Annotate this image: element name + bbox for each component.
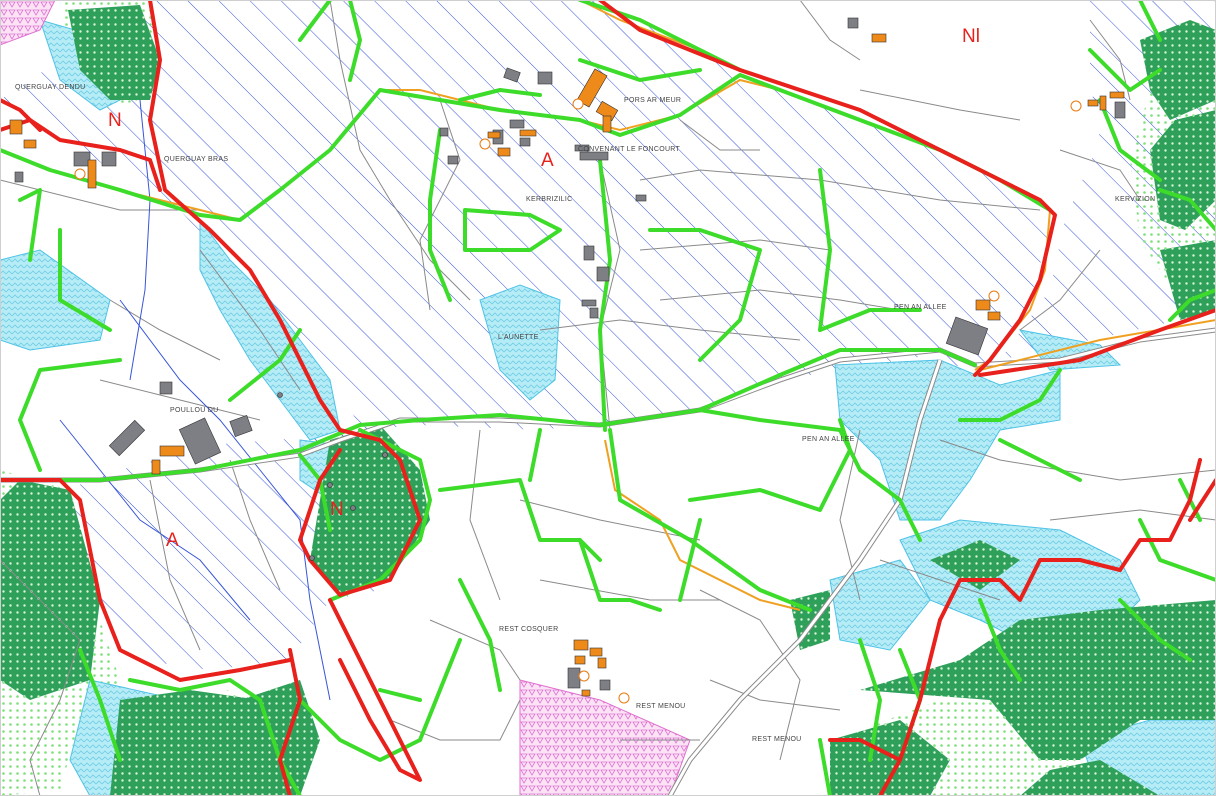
buildings-grey [14, 17, 1126, 691]
zone-label: N [330, 499, 344, 520]
forest-areas [0, 5, 1216, 796]
zone-label: N [108, 110, 122, 131]
place-label: QUERGUAY DENDU [15, 84, 85, 91]
place-label: PEN AN ALLEE [802, 436, 855, 443]
place-label: REST MENOU [636, 703, 686, 710]
place-label: REST MENOU [752, 736, 802, 743]
place-label: POULLOU DU [170, 407, 219, 414]
place-label: QUERGUAY BRAS [164, 156, 228, 163]
place-label: PEN AN ALLEE [894, 304, 947, 311]
place-labels: QUERGUAY DENDU QUERGUAY BRAS PORS AR MEU… [15, 84, 1155, 743]
place-label: L'AUNETTE [498, 334, 539, 341]
zone-label: Nl [962, 26, 980, 47]
zone-label: A [166, 530, 179, 551]
place-label: KERVIZION [1115, 196, 1155, 203]
buildings-orange [9, 33, 1125, 697]
pink-zone-areas [0, 0, 691, 796]
place-label: KERBRIZILIC [526, 196, 572, 203]
place-label: PORS AR MEUR [624, 97, 681, 104]
water-network-lines [59, 99, 331, 701]
zone-labels: N A Nl N A [108, 26, 980, 551]
building-markers [74, 98, 1082, 704]
zone-label: A [541, 150, 554, 171]
place-label: REST COSQUER [499, 626, 558, 633]
place-label: CONVENANT LE FONCOURT [578, 146, 681, 153]
